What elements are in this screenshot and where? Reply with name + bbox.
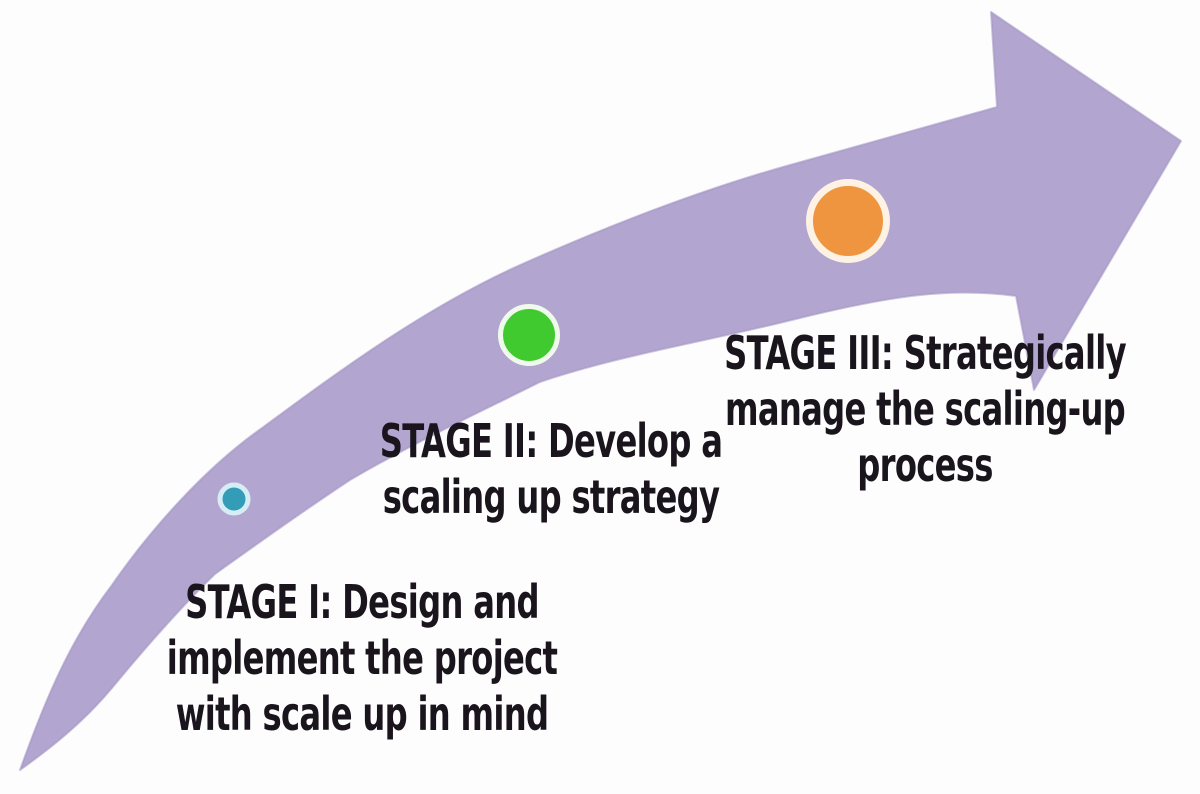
stage-2-dot (498, 304, 560, 366)
stage-1-label-line-1: STAGE I: Design and (185, 575, 539, 629)
stage-1-label: STAGE I: Design and implement the projec… (117, 574, 607, 742)
stage-1-label-line-3: with scale up in mind (175, 687, 549, 741)
stage-3-label-line-1: STAGE III: Strategically (724, 326, 1127, 380)
stage-1-label-line-2: implement the project (166, 631, 558, 685)
stage-2-label-line-1: STAGE II: Develop a (379, 414, 723, 468)
stage-2-label-line-2: scaling up strategy (382, 470, 720, 524)
stage-3-label-line-2: manage the scaling-up (724, 382, 1126, 436)
stage-3-label-line-3: process (857, 438, 993, 492)
stage-1-dot (217, 482, 251, 516)
stage-2-label: STAGE II: Develop a scaling up strategy (306, 413, 796, 525)
scaling-up-arrow (19, 11, 1182, 771)
stage-3-dot (806, 179, 890, 263)
stage-3-label: STAGE III: Strategically manage the scal… (680, 325, 1170, 493)
